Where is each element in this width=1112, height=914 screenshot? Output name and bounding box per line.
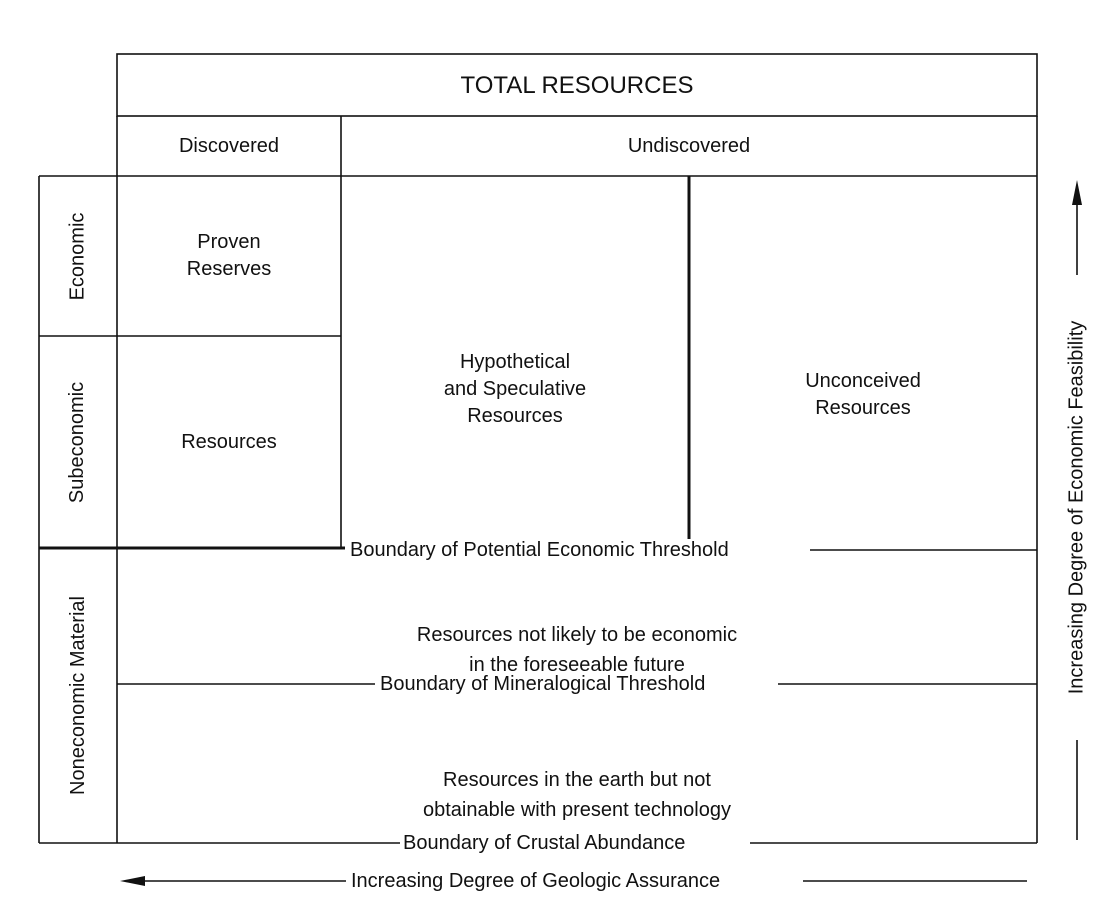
cell-resources: Resources <box>117 336 341 548</box>
cell-hypothetical: Hypothetical and Speculative Resources <box>341 322 689 430</box>
hypothetical-text: Hypothetical and Speculative Resources <box>443 351 587 427</box>
diagram-title: TOTAL RESOURCES <box>117 54 1037 116</box>
unconceived-text: Unconceived Resources <box>805 370 921 419</box>
row-label-subeconomic: Subeconomic <box>39 336 117 548</box>
cell-not-likely-economic: Resources not likely to be economic in t… <box>117 590 1037 680</box>
diagram-title-text: TOTAL RESOURCES <box>460 71 694 99</box>
column-header-discovered: Discovered <box>117 116 341 176</box>
geologic-axis-text: Increasing Degree of Geologic Assurance <box>348 870 724 892</box>
crustal-text: Boundary of Crustal Abundance <box>400 832 689 854</box>
arrow-left-icon <box>120 876 145 886</box>
undiscovered-label: Undiscovered <box>627 134 751 157</box>
not-obtainable-text: Resources in the earth but not obtainabl… <box>423 769 731 821</box>
boundary-mineralogical: Boundary of Mineralogical Threshold <box>377 671 777 698</box>
cell-proven-reserves: Proven Reserves <box>117 176 341 336</box>
title-box <box>116 53 1038 117</box>
boundary-economic-threshold: Boundary of Potential Economic Threshold <box>347 537 813 564</box>
proven-reserves-text: Proven Reserves <box>186 231 272 280</box>
axis-economic-feasibility: Increasing Degree of Economic Feasibilit… <box>1060 275 1094 740</box>
noneconomic-label: Noneconomic Material <box>66 596 89 795</box>
subeconomic-label: Subeconomic <box>66 381 89 503</box>
resources-text: Resources <box>181 430 277 453</box>
mineralogical-text: Boundary of Mineralogical Threshold <box>377 673 709 695</box>
axis-geologic-assurance: Increasing Degree of Geologic Assurance <box>348 868 804 895</box>
not-likely-text: Resources not likely to be economic in t… <box>416 624 738 676</box>
column-header-undiscovered: Undiscovered <box>341 116 1037 176</box>
discovered-label: Discovered <box>178 134 280 157</box>
economic-axis-text: Increasing Degree of Economic Feasibilit… <box>1065 320 1088 695</box>
boundary-crustal: Boundary of Crustal Abundance <box>400 830 752 857</box>
economic-label: Economic <box>66 212 89 300</box>
cell-not-obtainable: Resources in the earth but not obtainabl… <box>117 735 1037 825</box>
row-label-noneconomic: Noneconomic Material <box>39 548 117 843</box>
row-label-economic: Economic <box>39 176 117 336</box>
arrow-up-icon <box>1072 180 1082 205</box>
economic-threshold-text: Boundary of Potential Economic Threshold <box>347 539 732 561</box>
cell-unconceived: Unconceived Resources <box>689 341 1037 422</box>
